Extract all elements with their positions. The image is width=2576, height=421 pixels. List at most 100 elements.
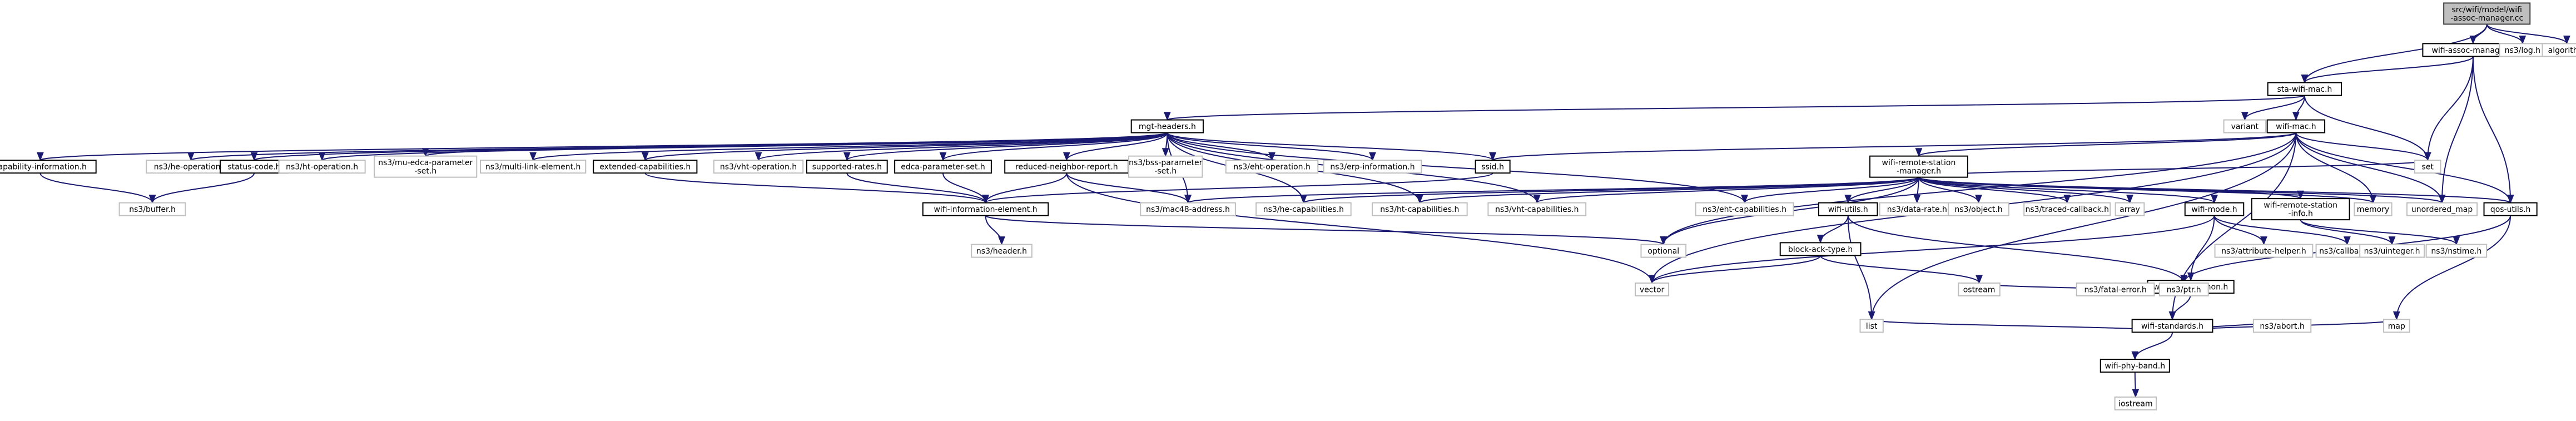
node-attr: ns3/attribute-helper.h: [2214, 244, 2314, 258]
node-box: [1140, 202, 1236, 216]
node-wam[interactable]: wifi-assoc-manager.h: [2422, 43, 2524, 57]
edge-wrsm-to-array: [1918, 176, 2133, 204]
node-box: [1869, 155, 1968, 178]
node-box: [2406, 202, 2478, 216]
edge-mgt-to-extcap: [642, 132, 1168, 161]
node-label: wifi-utils.h: [1828, 205, 1868, 214]
node-wifiutils[interactable]: wifi-utils.h: [1818, 202, 1878, 216]
node-stamac[interactable]: sta-wifi-mac.h: [2267, 82, 2342, 96]
node-box: [374, 155, 478, 178]
node-status[interactable]: status-code.h: [220, 160, 289, 174]
node-list: list: [1859, 319, 1884, 333]
edge-wrsm-to-wifimode: [1918, 176, 2218, 204]
node-box: [0, 160, 97, 174]
node-box: [1255, 202, 1352, 216]
node-box: [118, 202, 186, 216]
node-capinfo[interactable]: capability-information.h: [0, 160, 97, 174]
node-label: wifi-assoc-manager.h: [2432, 46, 2515, 55]
edge-wrsinfo-to-nstime: [2300, 219, 2460, 246]
edge-capinfo-to-buffer: [39, 172, 156, 204]
edge-ssid-to-wie: [982, 172, 1493, 204]
node-wie[interactable]: wifi-information-element.h: [922, 202, 1049, 216]
node-root[interactable]: src/wifi/model/wifi-assoc-manager.cc: [2443, 2, 2531, 25]
node-edca[interactable]: edca-parameter-set.h: [894, 160, 992, 174]
node-box: [2214, 244, 2314, 258]
node-box: [2354, 202, 2393, 216]
node-wifimac[interactable]: wifi-mac.h: [2266, 119, 2326, 133]
node-label: ns3/mu-edca-parameter: [378, 159, 473, 167]
edge-rnr-to-vector: [1066, 173, 1656, 284]
node-wifimode[interactable]: wifi-mode.h: [2184, 202, 2245, 216]
node-label: list: [1866, 322, 1878, 331]
node-ssid[interactable]: ssid.h: [1475, 160, 1511, 174]
node-blockack[interactable]: block-ack-type.h: [1779, 242, 1862, 256]
node-label: -assoc-manager.cc: [2450, 14, 2523, 23]
node-vhtop: ns3/vht-operation.h: [713, 160, 804, 174]
node-box: [2267, 82, 2342, 96]
node-box: [1128, 155, 1203, 178]
node-label: ns3/he-capabilities.h: [1263, 205, 1344, 214]
edge-wrsm-to-ehtcap: [1741, 177, 1919, 204]
node-standards[interactable]: wifi-standards.h: [2131, 319, 2213, 333]
edge-mgt-to-suprates: [843, 132, 1168, 161]
node-label: sta-wifi-mac.h: [2277, 85, 2332, 94]
edge-wrsinfo-to-uinteger: [2300, 219, 2396, 246]
node-qos[interactable]: qos-utils.h: [2483, 202, 2538, 216]
node-label: ns3/eht-capabilities.h: [1703, 205, 1786, 214]
node-label: ns3/traced-callback.h: [2026, 205, 2110, 214]
node-label: -set.h: [414, 167, 436, 176]
node-extcap[interactable]: extended-capabilities.h: [593, 160, 698, 174]
node-box: [2359, 244, 2425, 258]
edge-standards-to-list: [1868, 318, 2173, 333]
node-label: ns3/log.h: [2505, 46, 2540, 55]
edge-wifiutils-to-ptr: [1847, 215, 2187, 284]
node-box: [1372, 202, 1468, 216]
node-wrsinfo[interactable]: wifi-remote-station-info.h: [2251, 198, 2350, 221]
edge-stamac-to-mgt: [1164, 95, 2305, 121]
node-object: ns3/object.h: [1948, 202, 2009, 216]
edge-wifimac-to-memory: [2295, 132, 2377, 204]
node-label: wifi-remote-station: [1882, 159, 1956, 167]
node-label: capability-information.h: [0, 163, 87, 172]
node-label: block-ack-type.h: [1788, 245, 1853, 254]
node-rnr[interactable]: reduced-neighbor-report.h: [1004, 160, 1129, 174]
node-label: ns3/erp-information.h: [1330, 163, 1414, 172]
node-wrsm[interactable]: wifi-remote-station-manager.h: [1869, 155, 1968, 178]
edge-edca-to-wie: [942, 172, 989, 204]
node-uinteger: ns3/uinteger.h: [2359, 244, 2425, 258]
node-label: set: [2421, 163, 2434, 172]
edge-qos-to-map: [2393, 215, 2512, 320]
edge-mgt-to-rnr: [1063, 132, 1168, 161]
node-label: ns3/nstime.h: [2431, 247, 2481, 256]
node-mgt[interactable]: mgt-headers.h: [1130, 119, 1204, 133]
node-label: wifi-mode.h: [2191, 205, 2237, 214]
edge-wie-to-header: [985, 215, 1005, 246]
node-box: [1225, 160, 1319, 174]
node-suprates[interactable]: supported-rates.h: [806, 160, 888, 174]
node-box: [2483, 202, 2538, 216]
node-label: wifi-remote-station: [2264, 201, 2337, 210]
node-algorithm: algorithm: [2542, 43, 2576, 57]
edge-mgt-to-ehtop: [1167, 132, 1275, 161]
node-buffer: ns3/buffer.h: [118, 202, 186, 216]
node-label: ns3/multi-link-element.h: [485, 163, 581, 172]
edge-wrsm-to-object: [1918, 177, 1982, 204]
edge-wrsm-to-wifiutils: [1844, 177, 1919, 204]
edge-blockack-to-ostream: [1820, 255, 1983, 284]
node-label: status-code.h: [228, 163, 281, 172]
node-htop: ns3/ht-operation.h: [278, 160, 366, 174]
node-phyband[interactable]: wifi-phy-band.h: [2099, 359, 2170, 373]
node-box: [2114, 396, 2157, 410]
edge-wifimac-to-list: [1868, 132, 2297, 320]
node-box: [1130, 119, 1204, 133]
node-box: [1695, 202, 1794, 216]
node-traced: ns3/traced-callback.h: [2023, 202, 2111, 216]
edge-rnr-to-wie: [982, 172, 1068, 204]
node-layer: src/wifi/model/wifi-assoc-manager.cc wifi…: [0, 2, 2576, 410]
node-box: [278, 160, 366, 174]
edge-phyband-to-iostream: [2132, 372, 2140, 398]
edge-wrsm-to-qos: [1918, 176, 2514, 204]
node-log: ns3/log.h: [2499, 43, 2547, 57]
edge-wam-to-stamac: [2301, 56, 2474, 84]
